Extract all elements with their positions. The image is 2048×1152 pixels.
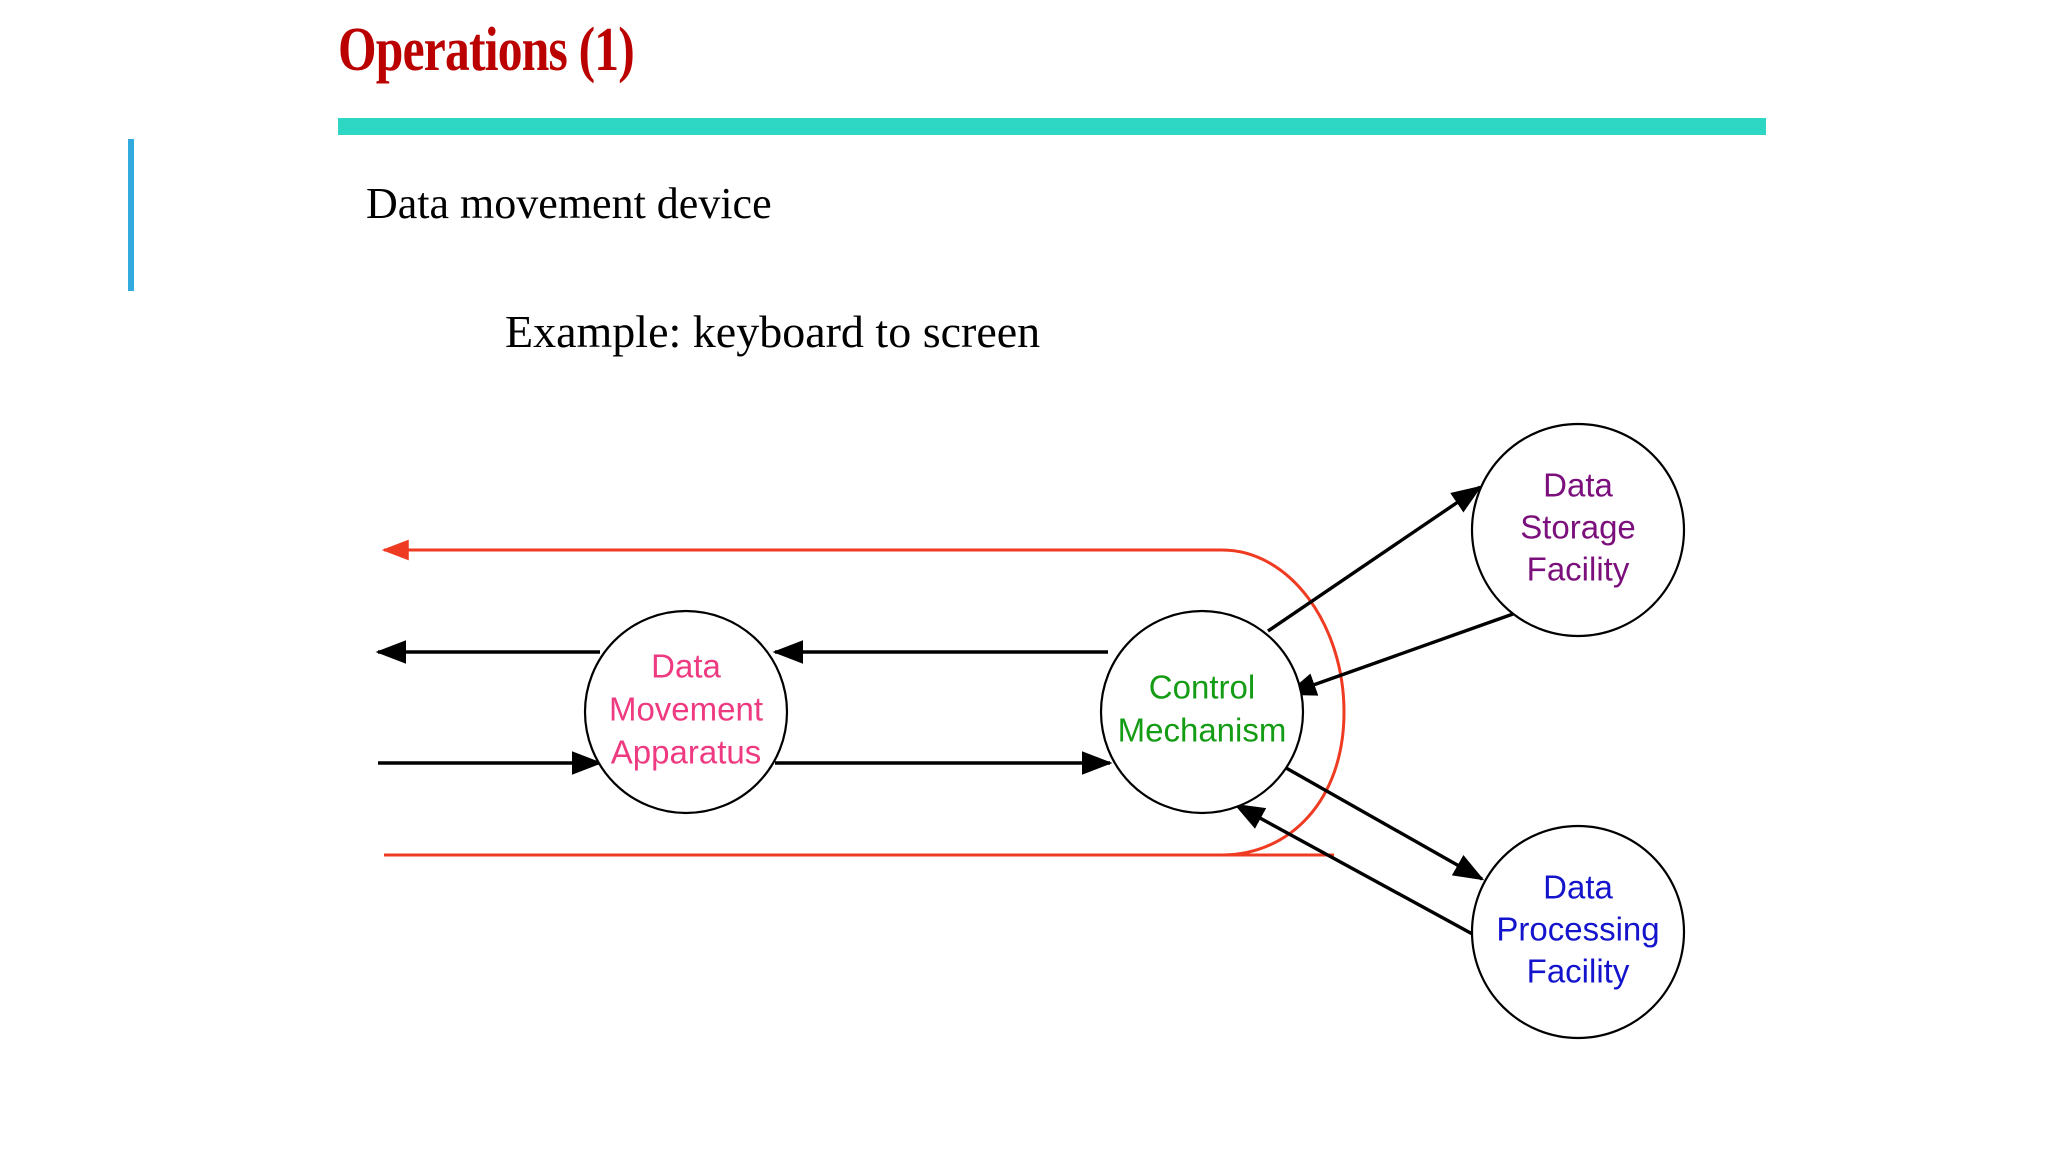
- node-label-line: Facility: [1527, 953, 1630, 990]
- node-label-line: Apparatus: [611, 734, 761, 771]
- node-label-line: Mechanism: [1118, 712, 1287, 749]
- node-circle-data-movement-apparatus: [583, 609, 789, 815]
- edge-storage-to-control: [1285, 612, 1514, 696]
- left-accent-bar: [128, 139, 134, 291]
- node-label-line: Facility: [1527, 551, 1630, 588]
- edge-control-feedback-top: [381, 539, 1346, 857]
- node-data-movement-apparatus[interactable]: Data Movement Apparatus: [583, 609, 789, 815]
- node-label-line: Data: [1543, 869, 1613, 906]
- node-circle-data-storage-facility: [1470, 422, 1686, 638]
- node-label-line: Control: [1149, 669, 1255, 706]
- node-label-line: Storage: [1520, 509, 1636, 546]
- edge-control-to-storage: [1267, 485, 1483, 633]
- edge-control-to-processing: [1271, 758, 1485, 881]
- node-label-line: Data: [1543, 467, 1613, 504]
- node-label-line: Data: [651, 648, 721, 685]
- bullet-example-keyboard-to-screen: Example: keyboard to screen: [505, 306, 1041, 357]
- title-underline-rule: [338, 118, 1766, 135]
- node-label-line: Processing: [1496, 911, 1659, 948]
- node-circle-data-processing-facility: [1470, 824, 1686, 1040]
- bullet-data-movement-device: Data movement device: [366, 179, 772, 228]
- node-label-line: Movement: [609, 691, 763, 728]
- node-data-storage-facility[interactable]: Data Storage Facility: [1470, 422, 1686, 638]
- node-circle-control-mechanism: [1099, 609, 1305, 815]
- page-title: Operations (1): [338, 16, 635, 84]
- node-data-processing-facility[interactable]: Data Processing Facility: [1470, 824, 1686, 1040]
- node-control-mechanism[interactable]: Control Mechanism: [1099, 609, 1305, 815]
